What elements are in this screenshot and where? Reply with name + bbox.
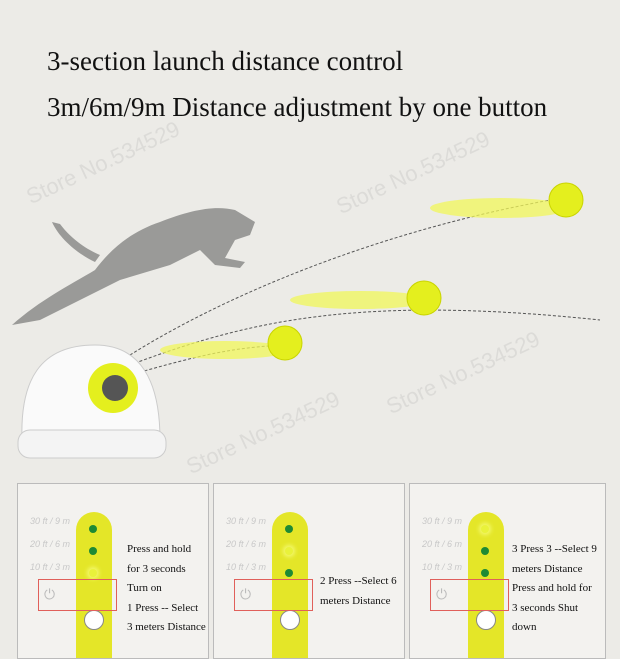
ball-6m	[406, 280, 442, 316]
led-6m	[285, 547, 293, 555]
label-9m: 30 ft / 9 m	[30, 516, 71, 526]
power-icon: ⏻	[436, 587, 448, 603]
led-3m	[89, 569, 97, 577]
power-button[interactable]	[84, 610, 104, 630]
control-strip	[272, 512, 308, 658]
product-scene	[12, 182, 601, 459]
highlight-box	[430, 579, 509, 611]
ball-9m	[548, 182, 584, 218]
power-icon: ⏻	[44, 587, 56, 603]
led-9m	[481, 525, 489, 533]
subheadline: 3m/6m/9m Distance adjustment by one butt…	[47, 92, 548, 122]
label-6m: 20 ft / 6 m	[30, 539, 71, 549]
led-3m	[285, 569, 293, 577]
label-9m: 30 ft / 9 m	[226, 516, 267, 526]
tennis-balls	[267, 182, 584, 361]
control-strip	[468, 512, 504, 658]
label-9m: 30 ft / 9 m	[422, 516, 463, 526]
panel-6m: 30 ft / 9 m 20 ft / 6 m 10 ft / 3 m ⏻ 2 …	[213, 483, 405, 659]
highlight-box	[38, 579, 117, 611]
label-3m: 10 ft / 3 m	[30, 562, 71, 572]
ball-launcher	[17, 344, 167, 459]
led-9m	[89, 525, 97, 533]
led-6m	[481, 547, 489, 555]
panel-3m: 30 ft / 9 m 20 ft / 6 m 10 ft / 3 m ⏻ Pr…	[17, 483, 209, 659]
power-button[interactable]	[280, 610, 300, 630]
label-6m: 20 ft / 6 m	[226, 539, 267, 549]
label-3m: 10 ft / 3 m	[226, 562, 267, 572]
label-3m: 10 ft / 3 m	[422, 562, 463, 572]
led-3m	[481, 569, 489, 577]
power-icon: ⏻	[240, 587, 252, 603]
led-6m	[89, 547, 97, 555]
panel-9m: 30 ft / 9 m 20 ft / 6 m 10 ft / 3 m ⏻ 3 …	[409, 483, 606, 659]
led-9m	[285, 525, 293, 533]
motion-trails	[160, 198, 570, 359]
highlight-box	[234, 579, 313, 611]
power-button[interactable]	[476, 610, 496, 630]
label-6m: 20 ft / 6 m	[422, 539, 463, 549]
ball-3m	[267, 325, 303, 361]
control-strip	[76, 512, 112, 658]
headline: 3-section launch distance control	[47, 46, 404, 76]
dog-silhouette	[12, 208, 255, 325]
